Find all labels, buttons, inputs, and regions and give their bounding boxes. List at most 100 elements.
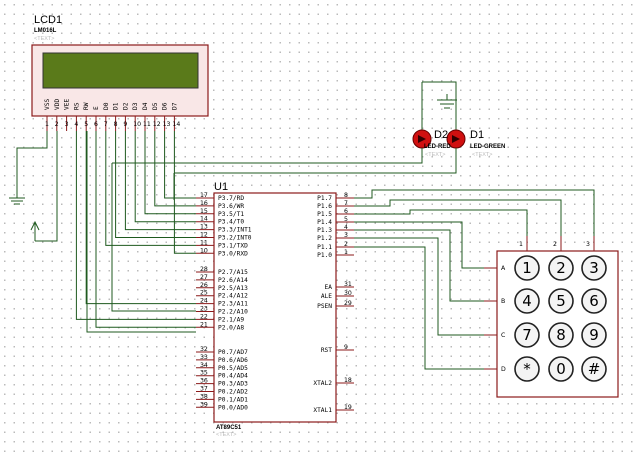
lcd-value: LM016L bbox=[34, 28, 57, 34]
mcu-pin-number: 18 bbox=[344, 377, 352, 384]
mcu-pin-number: 35 bbox=[200, 370, 208, 377]
lcd-pin-name: VEE bbox=[64, 99, 71, 110]
mcu-pin-name: P1.0 bbox=[317, 252, 332, 259]
mcu-pin-name: P1.1 bbox=[317, 244, 332, 251]
lcd-pin-number: 14 bbox=[172, 121, 180, 128]
mcu-pin-name: P1.5 bbox=[317, 211, 332, 218]
wire bbox=[95, 131, 196, 328]
mcu-pin-name: P1.4 bbox=[317, 219, 332, 226]
lcd-pin-number: 2 bbox=[55, 121, 59, 128]
mcu-pin-name: P3.3/INT1 bbox=[218, 227, 252, 234]
mcu-pin-number: 39 bbox=[200, 401, 208, 408]
lcd-pin-number: 11 bbox=[143, 121, 151, 128]
mcu-pin-number: 14 bbox=[200, 216, 208, 223]
lcd-pin-number: 10 bbox=[133, 121, 141, 128]
mcu-pin-number: 9 bbox=[344, 344, 348, 351]
keypad-key[interactable] bbox=[581, 356, 607, 382]
mcu-pin-number: 38 bbox=[200, 393, 208, 400]
mcu-pin-name: P2.5/A13 bbox=[218, 285, 248, 292]
wire bbox=[354, 237, 484, 336]
diode-symbol bbox=[452, 135, 460, 143]
lcd-mcu-wires bbox=[75, 131, 196, 333]
mcu-pin-name: P1.7 bbox=[317, 195, 332, 202]
lcd-pin-number: 5 bbox=[84, 121, 88, 128]
wire bbox=[105, 131, 196, 246]
wire bbox=[85, 131, 196, 305]
wire bbox=[354, 229, 484, 302]
mcu-pin-name: P1.3 bbox=[317, 227, 332, 234]
keypad-key[interactable] bbox=[514, 288, 540, 314]
mcu-pin-name: P2.0/A8 bbox=[218, 324, 244, 331]
mcu-pin-number: 28 bbox=[200, 266, 208, 273]
lcd-pin-name: D6 bbox=[162, 102, 169, 110]
mcu-pin-number: 5 bbox=[344, 216, 348, 223]
diode-symbol bbox=[418, 135, 426, 143]
keypad-key[interactable] bbox=[548, 322, 574, 348]
lcd-pin-name: E bbox=[93, 106, 100, 110]
wire bbox=[354, 189, 595, 236]
lcd-screen bbox=[42, 52, 199, 89]
keypad-key[interactable] bbox=[581, 288, 607, 314]
wire bbox=[354, 246, 484, 370]
lcd-pin-name: RS bbox=[73, 102, 80, 110]
mcu-pin-number: 22 bbox=[200, 313, 208, 320]
mcu-pin-number: 4 bbox=[344, 224, 348, 231]
mcu-pin-name: XTAL1 bbox=[313, 407, 332, 414]
mcu-text: <TEXT> bbox=[216, 432, 236, 438]
mcu-pin-name: P0.3/AD3 bbox=[218, 381, 248, 388]
keypad-key[interactable] bbox=[581, 255, 607, 281]
mcu-pin-number: 15 bbox=[200, 208, 208, 215]
keypad-key-label: 8 bbox=[556, 326, 566, 344]
wire bbox=[86, 131, 196, 333]
led-value: LED-GREEN bbox=[470, 144, 505, 150]
mcu-pin-name: P3.1/TXD bbox=[218, 242, 248, 249]
mcu-pin-number: 7 bbox=[344, 200, 348, 207]
mcu-pin-name: P0.2/AD2 bbox=[218, 389, 248, 396]
lcd-pin-name: D3 bbox=[132, 102, 139, 110]
lcd-pin-number: 7 bbox=[104, 121, 108, 128]
lcd-ref: LCD1 bbox=[34, 14, 62, 26]
mcu-pin-name: P3.2/INT0 bbox=[218, 235, 252, 242]
wire-led-green bbox=[174, 148, 457, 174]
wire bbox=[115, 131, 196, 238]
mcu-body[interactable] bbox=[213, 192, 337, 423]
keypad-key[interactable] bbox=[548, 255, 574, 281]
keypad-key[interactable] bbox=[581, 322, 607, 348]
mcu-pin-number: 25 bbox=[200, 290, 208, 297]
mcu-pin-name: P2.4/A12 bbox=[218, 293, 248, 300]
mcu-pin-name: ALE bbox=[321, 293, 332, 300]
lcd-pin-name: D4 bbox=[142, 102, 149, 110]
keypad-key-label: * bbox=[523, 360, 531, 378]
ground-icon bbox=[9, 197, 25, 205]
lcd-pin-number: 6 bbox=[94, 121, 98, 128]
wire bbox=[144, 131, 196, 215]
led-ref: D1 bbox=[470, 129, 484, 141]
mcu-pin-number: 1 bbox=[344, 249, 348, 256]
keypad-key[interactable] bbox=[514, 322, 540, 348]
keypad-row-label: D bbox=[501, 366, 506, 373]
lcd-pin-number: 3 bbox=[65, 121, 69, 128]
mcu-pin-name: P2.2/A10 bbox=[218, 309, 248, 316]
mcu-pin-name: PSEN bbox=[317, 303, 332, 310]
keypad-key-label: 3 bbox=[589, 259, 599, 277]
mcu-pin-name: P0.7/AD7 bbox=[218, 349, 248, 356]
mcu-pin-number: 2 bbox=[344, 241, 348, 248]
lcd-pin-name: D1 bbox=[113, 102, 120, 110]
mcu-pin-number: 8 bbox=[344, 192, 348, 199]
mcu-pin-name: EA bbox=[325, 284, 333, 291]
keypad-key-label: 4 bbox=[522, 292, 532, 310]
keypad-row-label: C bbox=[501, 332, 505, 339]
keypad-key[interactable] bbox=[548, 356, 574, 382]
keypad-key[interactable] bbox=[514, 255, 540, 281]
wire bbox=[134, 131, 196, 223]
wire bbox=[75, 131, 196, 320]
mcu-pin-name: RST bbox=[321, 347, 332, 354]
mcu-ref: U1 bbox=[214, 181, 228, 193]
mcu-pin-name: P2.3/A11 bbox=[218, 301, 248, 308]
lcd-pin-number: 9 bbox=[123, 121, 127, 128]
lcd-pin-number: 12 bbox=[153, 121, 161, 128]
keypad-key[interactable] bbox=[548, 288, 574, 314]
keypad-key[interactable] bbox=[514, 356, 540, 382]
